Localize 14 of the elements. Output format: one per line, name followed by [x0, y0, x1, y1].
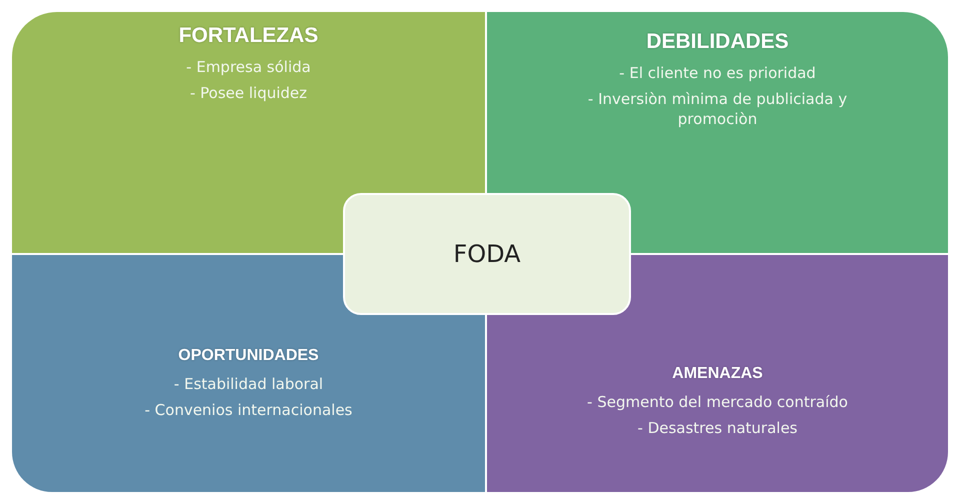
bullet-text: - Convenios internacionales: [144, 400, 352, 420]
bullet-text: - Empresa sólida: [186, 57, 311, 77]
bullet-text: - Segmento del mercado contraído: [587, 392, 848, 412]
quadrant-heading: FORTALEZAS: [178, 24, 318, 48]
bullet-text: - Posee liquidez: [190, 83, 308, 103]
bullet-text: - Estabilidad laboral: [174, 374, 324, 394]
center-box: [343, 193, 631, 315]
quadrant-heading: AMENAZAS: [672, 365, 763, 383]
bullet-text: - Desastres naturales: [638, 418, 798, 438]
bullet-text: - Inversiòn mìnima de publiciada y promociòn: [586, 89, 848, 129]
quadrant-heading: OPORTUNIDADES: [178, 347, 319, 365]
center-label: FODA: [453, 240, 521, 268]
bullet-text: - El cliente no es prioridad: [619, 63, 816, 83]
quadrant-heading: DEBILIDADES: [646, 30, 789, 54]
